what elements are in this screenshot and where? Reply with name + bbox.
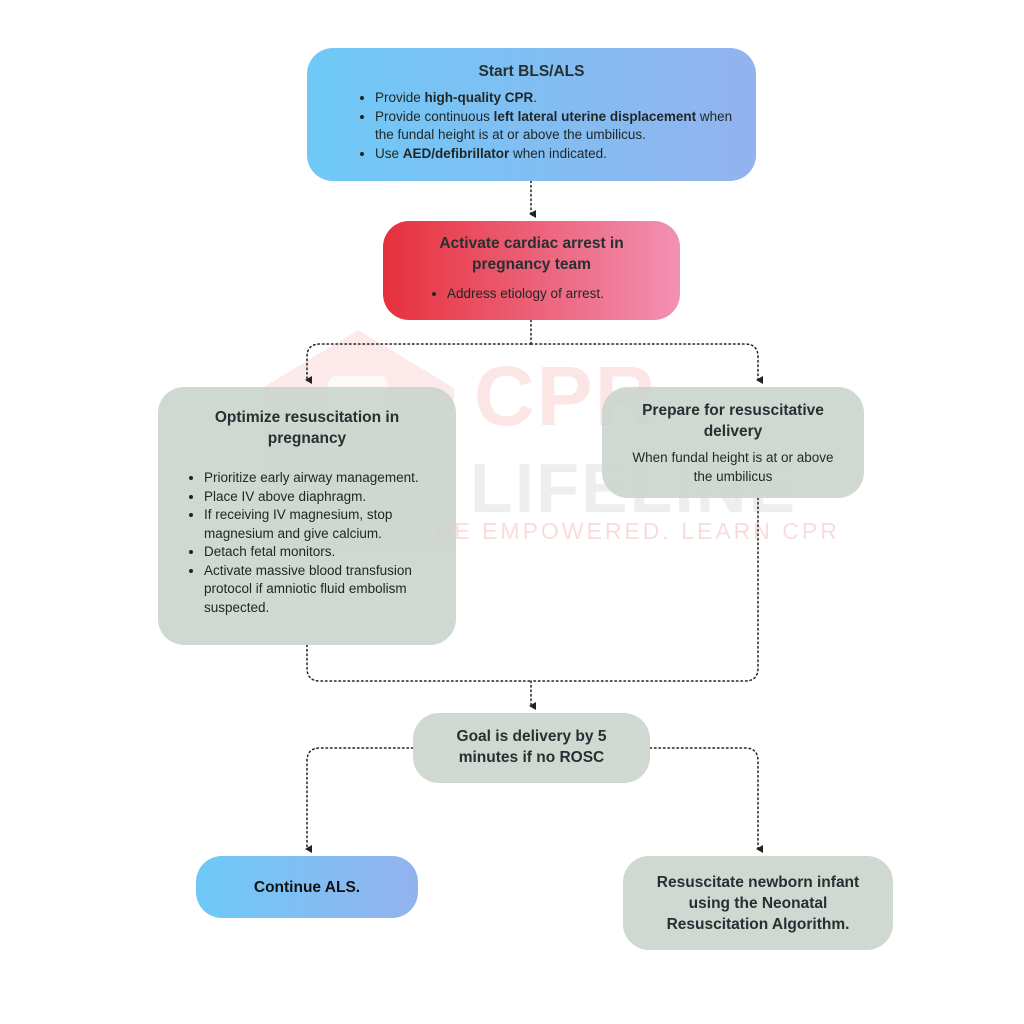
prepare-delivery-box: Prepare for resuscitative delivery When …: [602, 387, 864, 498]
list-item: Use AED/defibrillator when indicated.: [375, 145, 734, 164]
connector-goal-to-newborn: [649, 747, 763, 853]
item-text: when the fundal height is at or above th…: [375, 108, 733, 143]
team-title: Activate cardiac arrest in pregnancy tea…: [439, 235, 624, 273]
list-item: Prioritize early airway management.: [204, 469, 434, 488]
continue-als-box: Continue ALS.: [196, 856, 418, 918]
list-item: Provide continuous left lateral uterine …: [375, 108, 734, 145]
item-text: .: [533, 90, 538, 105]
list-item: Place IV above diaphragm.: [204, 488, 434, 507]
optimize-title: Optimize resuscitation in pregnancy: [214, 409, 400, 447]
start-bls-als-box: Start BLS/ALS Provide high-quality CPR. …: [307, 48, 756, 181]
list-item: Address etiology of arrest.: [447, 285, 658, 304]
continue-als-title: Continue ALS.: [253, 878, 361, 896]
item-emphasis: left lateral uterine displacement: [493, 108, 697, 124]
item-emphasis: high-quality CPR: [424, 90, 534, 105]
start-title: Start BLS/ALS: [478, 63, 585, 80]
item-emphasis: AED/defibrillator: [402, 145, 510, 161]
goal-delivery-box: Goal is delivery by 5 minutes if no ROSC: [413, 713, 650, 783]
item-text: when indicated.: [509, 145, 607, 161]
prepare-subtitle: When fundal height is at or above the um…: [632, 450, 834, 484]
list-item: Detach fetal monitors.: [204, 543, 434, 562]
team-list: Address etiology of arrest.: [405, 285, 658, 304]
list-item: If receiving IV magnesium, stop magnesiu…: [204, 506, 434, 543]
optimize-resuscitation-box: Optimize resuscitation in pregnancy Prio…: [158, 387, 456, 645]
connector-optimize-merge: [306, 644, 532, 682]
list-item: Provide high-quality CPR.: [375, 89, 734, 108]
item-text: Use: [375, 145, 403, 161]
goal-title: Goal is delivery by 5 minutes if no ROSC: [456, 728, 607, 766]
item-text: Provide continuous: [375, 108, 494, 124]
optimize-list: Prioritize early airway management. Plac…: [180, 469, 434, 617]
resuscitate-newborn-box: Resuscitate newborn infant using the Neo…: [623, 856, 893, 950]
prepare-title: Prepare for resuscitative delivery: [642, 402, 824, 440]
connector-goal-to-als: [305, 747, 414, 853]
item-text: Provide: [375, 90, 425, 105]
list-item: Activate massive blood transfusion proto…: [204, 562, 434, 618]
watermark-tagline: BE EMPOWERED. LEARN CPR: [436, 518, 840, 544]
activate-team-box: Activate cardiac arrest in pregnancy tea…: [383, 221, 680, 320]
start-list: Provide high-quality CPR. Provide contin…: [329, 89, 734, 163]
newborn-title: Resuscitate newborn infant using the Neo…: [656, 874, 860, 933]
